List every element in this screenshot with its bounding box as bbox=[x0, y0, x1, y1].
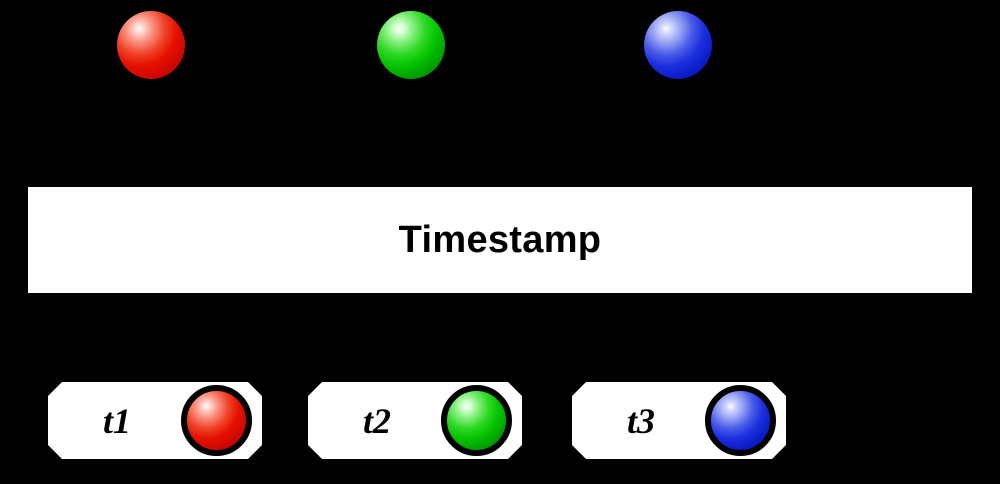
tag-t1-label: t1 bbox=[102, 400, 131, 441]
tag-t3-label: t3 bbox=[626, 400, 655, 441]
legend-blue-sphere bbox=[644, 11, 712, 79]
tag-t3[interactable]: t3 bbox=[572, 382, 786, 459]
timestamp-label: Timestamp bbox=[398, 219, 602, 261]
tag-t2-label: t2 bbox=[362, 400, 391, 441]
tag-t2-sphere-icon bbox=[441, 385, 512, 456]
tag-t2[interactable]: t2 bbox=[308, 382, 522, 459]
legend-green-sphere bbox=[377, 11, 445, 79]
tag-t1[interactable]: t1 bbox=[48, 382, 262, 459]
tag-t1-sphere-icon bbox=[181, 385, 252, 456]
legend-red-sphere bbox=[117, 11, 185, 79]
tag-t3-sphere-icon bbox=[705, 385, 776, 456]
timestamp-bar: Timestamp bbox=[28, 187, 972, 293]
